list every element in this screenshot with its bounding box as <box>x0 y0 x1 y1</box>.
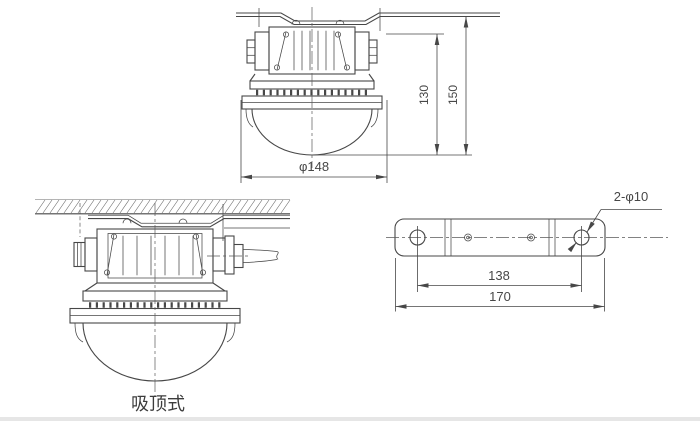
dimension-hole-spacing-138: 138 <box>417 268 582 288</box>
small-hole-left <box>464 233 472 242</box>
cable-break <box>276 251 279 260</box>
dimension-height-130: 130 <box>417 34 440 155</box>
lamp-body-ceiling <box>73 228 279 284</box>
bolt <box>104 269 110 276</box>
ceiling-mount-caption: 吸顶式 <box>131 394 185 414</box>
mounting-strap-flush <box>79 203 290 241</box>
dim-label-130: 130 <box>417 85 431 105</box>
hatch-strokes <box>35 199 291 214</box>
mounting-strap <box>236 8 500 31</box>
small-hole-left-center <box>466 235 470 240</box>
small-hole-right <box>527 233 535 242</box>
flange-side-left <box>249 73 256 82</box>
bolt <box>335 31 341 38</box>
cooling-fins <box>293 30 335 71</box>
dim-label-2-phi10: 2-φ10 <box>614 189 648 204</box>
dim-label-170: 170 <box>489 289 511 304</box>
flange-side-right <box>212 282 226 292</box>
flange-side-left <box>84 282 98 292</box>
dim-label-138: 138 <box>488 268 510 283</box>
side-housing-left <box>84 237 98 272</box>
dimension-diameter-148: φ148 <box>240 100 388 183</box>
ceiling-mounted-view: 吸顶式 <box>35 199 291 414</box>
screw-bump-right <box>335 19 345 25</box>
brace-right <box>195 233 204 276</box>
cable-gland-plate <box>224 235 235 275</box>
side-housing-left <box>254 31 270 71</box>
strap-bottom-edge <box>236 15 500 26</box>
ceiling-hatch <box>35 199 291 215</box>
dim-label-diameter: φ148 <box>299 159 329 174</box>
mounting-plate-view: 2-φ10 138 170 <box>386 189 668 312</box>
brace-left <box>276 31 287 71</box>
side-knob-left <box>246 39 256 64</box>
dimension-overall-170: 170 <box>395 258 605 312</box>
side-housing-right <box>212 237 226 272</box>
side-knob-right <box>368 39 378 64</box>
bolt <box>344 64 350 71</box>
bolt <box>200 269 206 276</box>
hole-callout-2xphi10: 2-φ10 <box>567 189 662 253</box>
brace-right <box>337 31 348 71</box>
bolt <box>274 64 280 71</box>
dimension-height-150: 150 <box>446 16 469 155</box>
cooling-fins <box>122 235 194 276</box>
flange-side-right <box>368 73 375 82</box>
lamp-body <box>246 26 378 75</box>
lamp-globe-assembly <box>241 73 383 156</box>
screw-bump-right <box>178 218 188 224</box>
bolt <box>283 31 289 38</box>
bolt <box>111 233 117 240</box>
screw-bump-left <box>291 19 301 25</box>
screw-bump-left <box>122 218 132 224</box>
strap-top-edge <box>236 12 500 22</box>
brace-left <box>106 233 115 276</box>
dim-label-150: 150 <box>446 85 460 105</box>
rim-lip-right <box>370 108 379 128</box>
side-housing-right <box>354 31 370 71</box>
scan-artifact-band <box>0 417 700 421</box>
small-hole-right-center <box>529 235 533 240</box>
rim-lip-left <box>245 108 254 128</box>
rim-lip-right <box>226 322 236 343</box>
bolt <box>193 233 199 240</box>
front-view-bracket-mount: φ148 130 150 <box>236 7 500 183</box>
side-knob-left <box>73 241 86 268</box>
rim-lip-left <box>74 322 84 343</box>
power-cable <box>207 249 279 263</box>
